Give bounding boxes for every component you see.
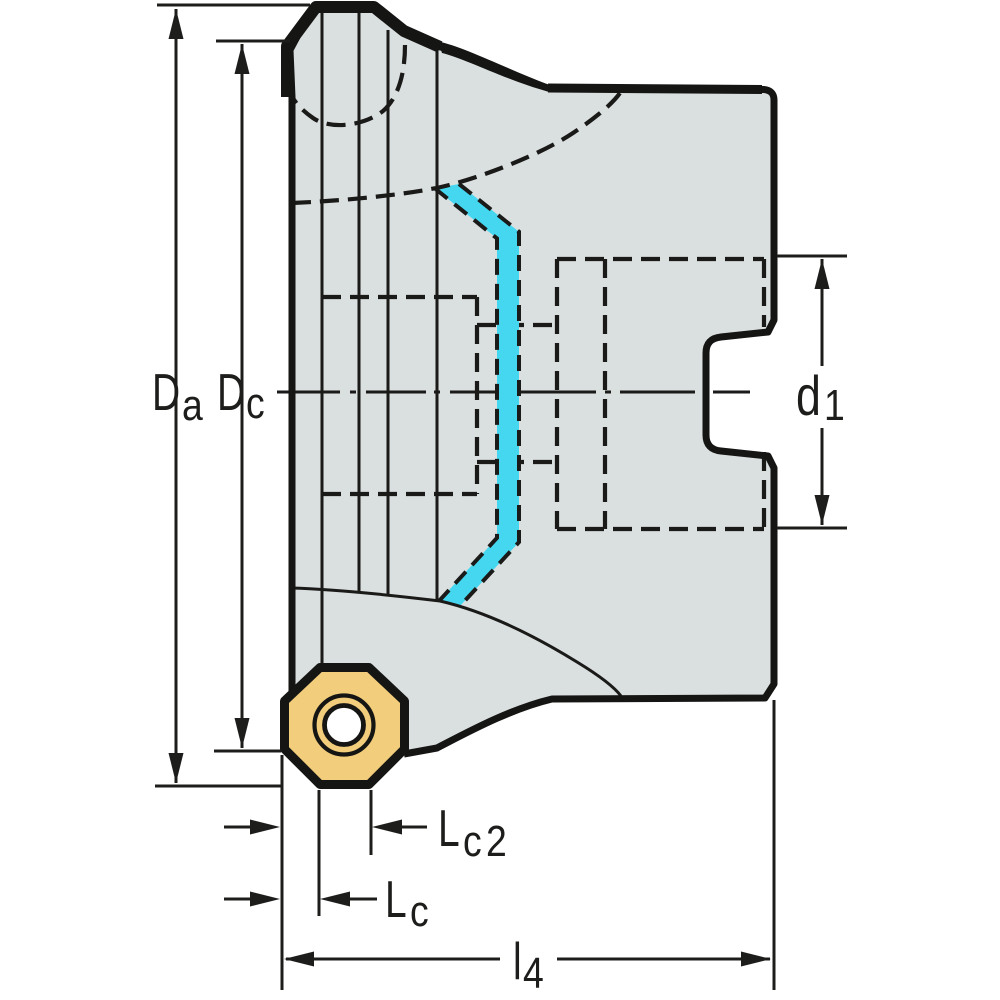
svg-text:l: l	[513, 931, 522, 990]
svg-text:D: D	[152, 362, 180, 421]
svg-text:c: c	[246, 378, 265, 428]
svg-text:4: 4	[523, 948, 544, 998]
svg-text:c: c	[463, 816, 482, 866]
svg-text:1: 1	[824, 380, 845, 430]
svg-text:d: d	[796, 364, 821, 427]
svg-text:D: D	[217, 362, 245, 421]
svg-text:L: L	[385, 869, 407, 928]
svg-text:2: 2	[486, 816, 507, 866]
svg-text:a: a	[182, 380, 203, 430]
svg-text:c: c	[410, 886, 429, 936]
svg-text:L: L	[438, 798, 460, 857]
